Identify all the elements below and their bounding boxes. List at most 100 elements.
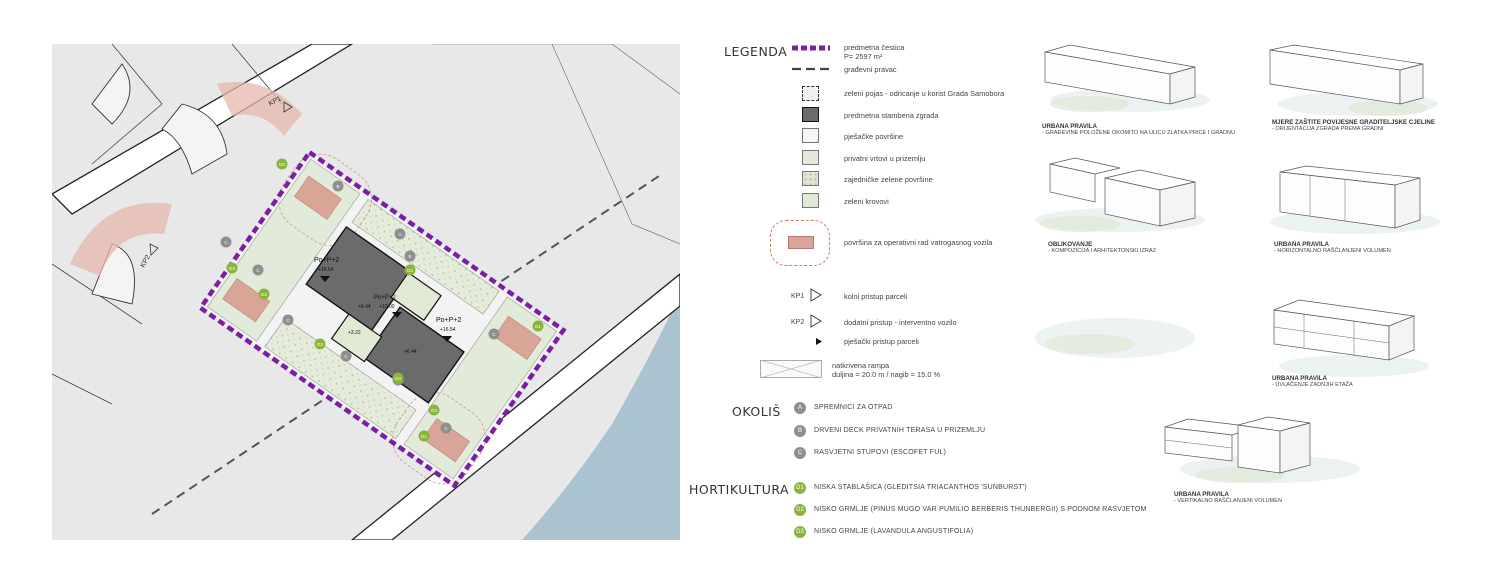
okolis-item-text: RASVJETNI STUPOVI (ESCOFET FUL) [814,449,947,456]
common-green [351,198,500,315]
volume-subtitle: - ORIJENTACIJA ZGRADA PREMA GRADNI [1272,126,1384,132]
okolis-heading: OKOLIŠ [732,404,781,419]
entrance-marker [442,336,452,342]
legend-item-text: dodatni pristup - interventno vozilo [844,318,957,327]
fire-zone [493,315,542,360]
volume-title: URBANA PRAVILA [1174,491,1229,498]
entrance-marker [392,312,402,318]
legend-item-text: kolni pristup parceli [844,292,908,301]
legend-item-text: predmetna čestica [844,43,905,52]
plan-marker-green [226,262,238,274]
plan-marker-label: C [286,318,290,323]
plan-marker-label: D3 [261,292,267,297]
green-roof [330,313,383,363]
fire-zone [294,175,342,220]
building-level: +16.54 [440,327,456,333]
volume-sketch-1 [1044,44,1210,112]
building-label: Po+P+2 [374,295,396,301]
okolis-item-text: SPREMNICI ZA OTPAD [814,404,893,411]
legend-item-text: pješačke površine [844,132,904,141]
pattern-box-icon [802,171,819,186]
volume-sketch-3 [1035,157,1205,232]
volume-subtitle: - GRAĐEVINE POLOŽENE OKOMITO NA ULICU ZL… [1042,130,1236,136]
hortikultura-item-text: NISKO GRMLJE (LAVANDULA ANGUSTIFOLIA) [814,528,974,535]
plan-marker-green [418,430,430,442]
plan-marker-label: D3 [431,408,437,413]
legend-item-text: zajedničke zelene površine [844,175,933,184]
marker-b-icon: B [794,425,806,437]
plan-marker-green [404,264,416,276]
volume-subtitle: - HORIZONTALNO RAŠČLANJENI VOLUMEN [1274,248,1391,254]
plan-marker-grey [440,422,452,434]
plan-marker-green [428,404,440,416]
common-green [264,317,417,440]
level-tag: +6.44 [404,349,417,355]
plan-marker-label: D3 [229,266,235,271]
plan-marker-label: A [398,232,401,237]
green-roof [390,271,442,322]
volume-sketch-2 [1269,44,1438,116]
dashed-box-icon [802,86,819,101]
level-tag: +3.22 [348,330,361,336]
parcel-group [197,149,567,489]
building-level: +16.54 [318,267,334,273]
plan-marker-label: D2 [279,162,285,167]
volume-title: OBLIKOVANJE [1048,241,1093,248]
marker-a-icon: A [794,402,806,414]
legend-item-text: pješački pristup parceli [844,337,919,346]
plan-marker-grey [220,236,232,248]
plan-marker-green [258,288,270,300]
hortikultura-item-text: NISKA STABLAŠICA (GLEDITSIA TRIACANTHOS … [814,484,1027,491]
light-green-box-icon [802,150,819,165]
access-arc-kp1 [217,82,302,136]
ramp-icon [760,360,822,378]
plan-marker-label: D1 [535,324,541,329]
building-level: +10.00 [379,304,395,310]
plan-marker-label: D3 [395,376,401,381]
parcel-boundary [197,149,567,489]
plan-marker-label: C [492,332,496,337]
volume-sketch-4 [1270,165,1440,234]
legend-item-text: površina za operativni rad vatrogasnog v… [844,238,993,247]
volume-subtitle: - UVLAČENJE ZADNJIH ETAŽA [1272,382,1353,388]
access-arc-kp2 [70,202,172,276]
black-dashed-line-icon [792,67,830,71]
plan-marker-grey [488,328,500,340]
green-box-icon [802,193,819,208]
marker-d3-icon: D3 [794,526,806,538]
volume-subtitle: - VERTIKALNO RAŠČLANJENI VOLUMEN [1174,498,1283,504]
legend-item-text: zeleni krovovi [844,197,889,206]
entrance-marker [320,276,330,282]
triangle-right-icon [810,314,822,328]
white-box-icon [802,128,819,143]
fire-zone [422,418,470,463]
plan-marker-label: C [224,240,228,245]
plan-marker-label: D3 [317,342,323,347]
legend-item-text: natkrivena rampa [832,361,890,370]
dark-box-icon [802,107,819,122]
triangle-right-icon [810,288,822,302]
purple-dashed-line-icon [792,45,830,51]
hortikultura-heading: HORTIKULTURA [689,482,790,497]
river-water [522,294,680,540]
plan-marker-green [532,320,544,332]
volume-title: URBANA PRAVILA [1272,375,1327,382]
kp1-label: KP1 [791,293,805,300]
plan-marker-grey [282,314,294,326]
hortikultura-item-text: NISKO GRMLJE (PINUS MUGO VAR PUMILIO BER… [814,506,1147,513]
plan-marker-grey [252,264,264,276]
volume-sketch-6 [1272,299,1429,377]
volume-subtitle: - KOMPOZICIJA I ARHITEKTONSKI IZRAZ [1048,248,1157,254]
volume-sketch-7 [1164,416,1360,483]
legend-item-text: privatni vrtovi u prizemlju [844,154,926,163]
plan-marker-grey [332,180,344,192]
plan-marker-grey [404,250,416,262]
plan-marker-label: C [344,354,348,359]
volume-sketch-5 [1035,318,1195,358]
small-triangle-icon [816,338,822,345]
legend-heading: LEGENDA [724,44,788,59]
fire-zone-icon [770,220,830,266]
legend-item-text: predmetna stambena zgrada [844,111,939,120]
kp2-label: KP2 [791,319,805,326]
volume-title: URBANA PRAVILA [1042,123,1097,130]
